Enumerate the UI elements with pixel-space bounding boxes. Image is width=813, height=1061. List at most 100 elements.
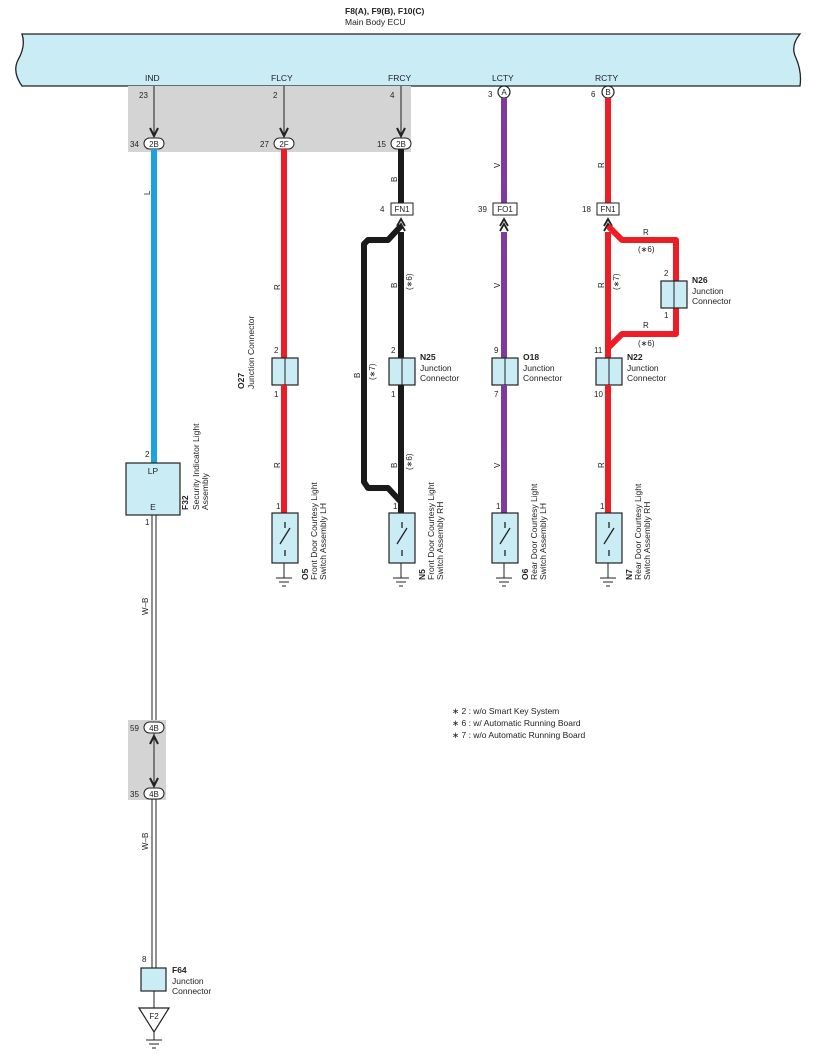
junction-2b-frcy-label: 2B (396, 140, 406, 149)
n22-code: N22 (627, 352, 643, 362)
main-body-ecu-box (15, 33, 802, 87)
inline-fn1-rcty-label: FN1 (600, 205, 616, 214)
f64-name-line1: Junction (172, 976, 204, 986)
chevron-4b-down-icon (149, 777, 159, 789)
inline-fo1-lcty-pin: 39 (478, 205, 487, 214)
o18-name-line2: Connector (523, 373, 562, 383)
inline-fn1-frcy-pin: 4 (380, 205, 385, 214)
junction-block-shade (128, 86, 411, 152)
wire-color-lcty-low: V (493, 462, 502, 468)
n25-pin-top: 2 (391, 346, 396, 355)
wire-note-frcy-mid: (∗6) (405, 273, 414, 290)
f32-pin-bot: 1 (145, 518, 150, 527)
wire-note-n26-top: (∗6) (638, 245, 655, 254)
wire-color-n26-top: R (643, 228, 649, 237)
o6-pin: 1 (496, 502, 501, 511)
junction-pin-34: 34 (130, 140, 139, 149)
wire-note-rcty-mid: (∗7) (612, 273, 621, 290)
f32-name-line2: Assembly (200, 472, 210, 510)
chevron-frcy-icon (396, 127, 406, 139)
junction-2f-label: 2F (279, 140, 288, 149)
ecu-connector-b-label: B (605, 88, 610, 97)
wire-color-frcy-mid: B (390, 283, 399, 288)
ecu-pin-lcty: 3 (488, 90, 493, 99)
n22-name-line1: Junction (627, 363, 659, 373)
wire-color-frcy-bypass: B (353, 373, 362, 378)
o27-name: Junction Connector (246, 316, 256, 389)
ecu-subtitle: Main Body ECU (345, 17, 405, 27)
n25-name-line1: Junction (420, 363, 452, 373)
terminal-rcty: RCTY (595, 73, 618, 83)
wire-color-ind: L (143, 190, 152, 195)
f64-pin: 8 (142, 955, 147, 964)
o6-switch-icon (499, 522, 511, 556)
note-star-6: ∗ 6 : w/ Automatic Running Board (452, 718, 581, 728)
wire-color-frcy-low: B (390, 463, 399, 468)
wire-color-lcty-top: V (493, 162, 502, 168)
n7-door-switch (595, 512, 623, 564)
terminal-flcy: FLCY (271, 73, 293, 83)
junction-4b-top-label: 4B (149, 724, 159, 733)
chevron-ind-icon (149, 127, 159, 139)
o6-door-switch (491, 512, 519, 564)
n26-name-line1: Junction (692, 286, 724, 296)
wire-frcy-bypass (361, 223, 404, 505)
junction-4b-pin-35: 35 (130, 790, 139, 799)
wire-color-gnd-2: W–B (141, 833, 150, 850)
n7-pin: 1 (600, 502, 605, 511)
n5-switch-icon (396, 522, 408, 556)
n25-code: N25 (420, 352, 436, 362)
o27-pin-bot: 1 (274, 390, 279, 399)
o6-code: O6 (520, 568, 530, 580)
n7-name-line2: Switch Assembly RH (642, 502, 652, 580)
wire-color-rcty-mid: R (597, 282, 606, 288)
f64-junction-connector (140, 967, 167, 992)
n22-pin-top: 11 (594, 346, 603, 355)
note-star-7: ∗ 7 : w/o Automatic Running Board (452, 730, 586, 740)
junction-2b-ind-label: 2B (149, 140, 159, 149)
f32-pin-top: 2 (145, 450, 150, 459)
o5-name-line1: Front Door Courtesy Light (309, 482, 319, 580)
o18-code: O18 (523, 352, 539, 362)
o18-pin-bot: 7 (494, 390, 499, 399)
terminal-ind: IND (145, 73, 160, 83)
o27-pin-top: 2 (274, 346, 279, 355)
o5-name-line2: Switch Assembly LH (318, 503, 328, 580)
n7-code: N7 (624, 569, 634, 580)
wire-color-n26-bot: R (643, 321, 649, 330)
n22-pin-bot: 10 (594, 390, 603, 399)
ecu-pin-ind: 23 (139, 91, 148, 100)
n26-pin-bot: 1 (664, 311, 669, 320)
inline-fo1-lcty (492, 202, 518, 216)
n26-code: N26 (692, 275, 708, 285)
junction-4b-bottom-label: 4B (149, 790, 159, 799)
junction-4b-bottom (143, 787, 165, 800)
o18-name-line1: Junction (523, 363, 555, 373)
wire-color-rcty-low: R (597, 462, 606, 468)
ground-point-f2-icon (137, 1007, 171, 1034)
junction-4b-pin-59: 59 (130, 724, 139, 733)
ground-point-label: F2 (149, 1012, 159, 1021)
junction-pin-27: 27 (260, 140, 269, 149)
wire-color-rcty-top: R (597, 162, 606, 168)
n5-code: N5 (417, 569, 427, 580)
f32-terminal-e: E (150, 502, 156, 512)
wire-color-gnd-1: W–B (141, 598, 150, 615)
wire-note-frcy-low: (∗6) (405, 453, 414, 470)
o5-code: O5 (300, 568, 310, 580)
o6-name-line1: Rear Door Courtesy Light (529, 483, 539, 580)
n25-pin-bot: 1 (391, 390, 396, 399)
inline-fn1-rcty-pin: 18 (582, 205, 591, 214)
chevron-fo1-lcty-icon (499, 217, 509, 232)
inline-fn1-frcy (390, 202, 414, 216)
wire-color-frcy-top: B (390, 177, 399, 182)
f64-name-line2: Connector (172, 986, 211, 996)
o18-pin-top: 9 (494, 346, 499, 355)
o6-name-line2: Switch Assembly LH (538, 503, 548, 580)
o5-pin: 1 (276, 502, 281, 511)
n5-name-line1: Front Door Courtesy Light (426, 482, 436, 580)
o5-switch-icon (279, 522, 291, 556)
f64-code: F64 (172, 965, 187, 975)
f32-code: F32 (180, 495, 190, 510)
wire-color-flcy-2: R (273, 462, 282, 468)
